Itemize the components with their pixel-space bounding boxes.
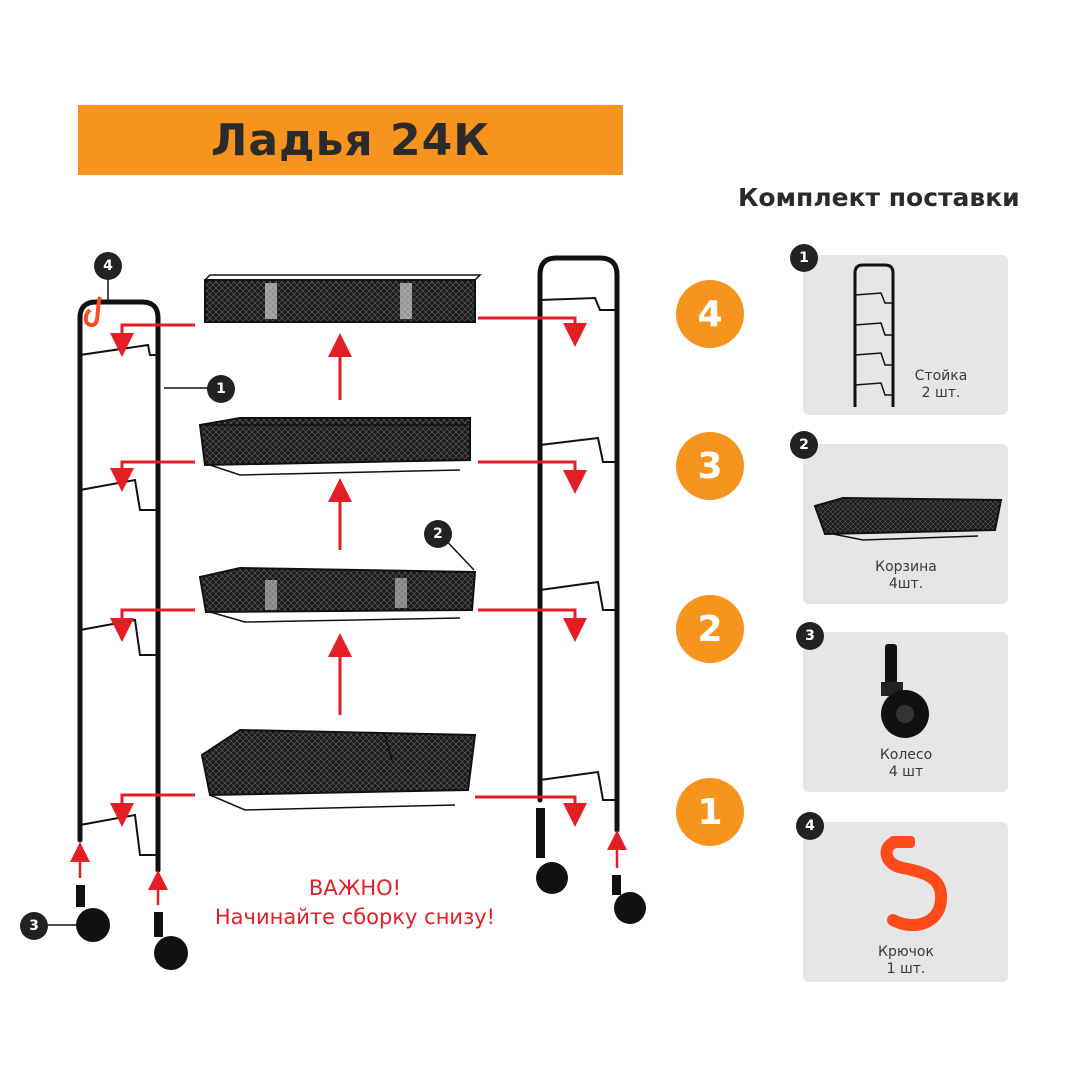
basket-4 bbox=[204, 274, 482, 323]
kit-item-post-qty: 2 шт. bbox=[921, 385, 961, 401]
kit-item-basket-caption: Корзина 4шт. bbox=[846, 559, 966, 593]
kit-badge-1: 1 bbox=[790, 244, 818, 272]
wheel-arrows bbox=[70, 830, 627, 905]
kit-item-hook-qty: 1 шт. bbox=[886, 961, 926, 977]
kit-item-basket: Корзина 4шт. bbox=[803, 444, 1008, 604]
kit-item-hook: Крючок 1 шт. bbox=[803, 822, 1008, 982]
kit-item-post-caption: Стойка 2 шт. bbox=[881, 368, 1001, 402]
kit-heading: Комплект поставки bbox=[738, 183, 1020, 212]
basket-3 bbox=[198, 417, 471, 476]
title-banner: Ладья 24К bbox=[78, 105, 623, 175]
caster-wheel-icon bbox=[881, 644, 929, 738]
kit-item-basket-name: Корзина bbox=[875, 559, 937, 575]
callout-post: 1 bbox=[207, 375, 235, 403]
step-circle-4: 4 bbox=[676, 280, 744, 348]
step-circle-2: 2 bbox=[676, 595, 744, 663]
kit-item-post-name: Стойка bbox=[914, 368, 968, 384]
right-post-brackets bbox=[539, 296, 617, 801]
left-post-brackets bbox=[79, 343, 158, 856]
hook-on-post bbox=[83, 296, 102, 328]
kit-item-wheel: Колесо 4 шт bbox=[803, 632, 1008, 792]
assembly-arrows-side bbox=[110, 316, 587, 827]
notice-heading: ВАЖНО! bbox=[308, 876, 402, 900]
assembly-notice: ВАЖНО! Начинайте сборку снизу! bbox=[190, 874, 520, 932]
callout-basket: 2 bbox=[424, 520, 452, 548]
right-rack-post bbox=[537, 255, 620, 833]
kit-item-wheel-name: Колесо bbox=[879, 747, 933, 763]
caster-wheels bbox=[76, 808, 646, 970]
kit-item-hook-name: Крючок bbox=[878, 944, 934, 960]
left-rack-post bbox=[77, 299, 161, 873]
product-title: Ладья 24К bbox=[210, 114, 491, 166]
kit-item-hook-caption: Крючок 1 шт. bbox=[846, 944, 966, 978]
mesh-basket-icon bbox=[813, 496, 1003, 541]
basket-2 bbox=[198, 566, 477, 623]
step-circle-1: 1 bbox=[676, 778, 744, 846]
step-circle-3: 3 bbox=[676, 432, 744, 500]
hook-icon bbox=[880, 836, 948, 932]
kit-badge-4: 4 bbox=[796, 812, 824, 840]
kit-item-post: Стойка 2 шт. bbox=[803, 255, 1008, 415]
kit-item-wheel-qty: 4 шт bbox=[888, 764, 924, 780]
kit-badge-2: 2 bbox=[790, 431, 818, 459]
notice-text: Начинайте сборку снизу! bbox=[214, 905, 496, 929]
rack-post-icon bbox=[853, 263, 895, 407]
kit-item-wheel-caption: Колесо 4 шт bbox=[846, 747, 966, 781]
callout-hook: 4 bbox=[94, 252, 122, 280]
callout-wheel: 3 bbox=[20, 912, 48, 940]
basket-1 bbox=[200, 728, 477, 811]
kit-badge-3: 3 bbox=[796, 622, 824, 650]
kit-item-basket-qty: 4шт. bbox=[888, 576, 924, 592]
